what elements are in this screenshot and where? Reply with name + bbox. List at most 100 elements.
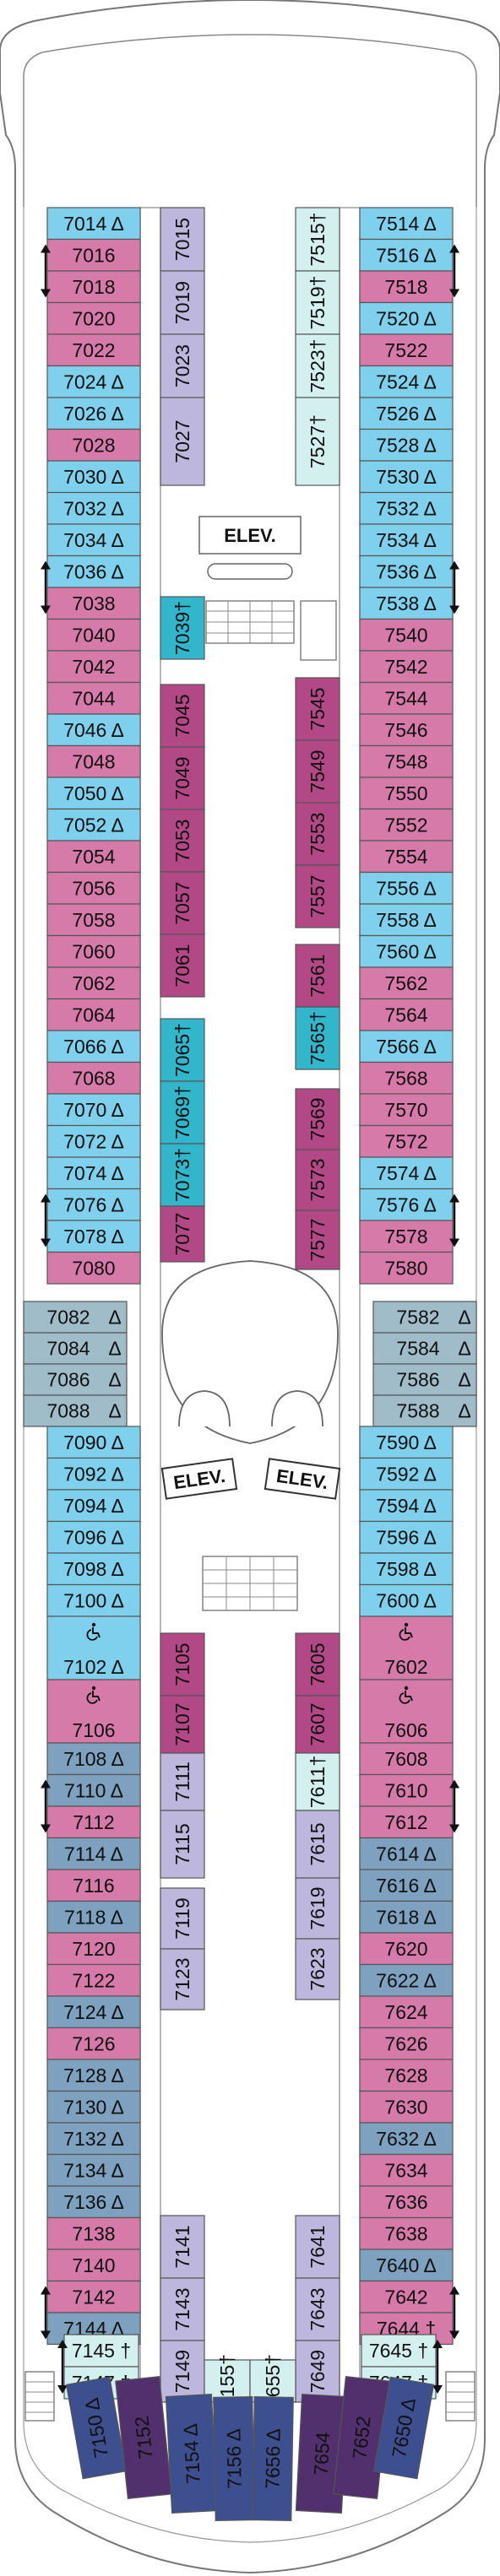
cabin-7124[interactable]: 7124 Δ (46, 1995, 141, 2029)
cabin-7152[interactable]: 7152 (115, 2376, 172, 2499)
cabin-7022[interactable]: 7022 (46, 333, 141, 367)
cabin-7061[interactable]: 7061 (160, 934, 205, 998)
cabin-7060[interactable]: 7060 (46, 934, 141, 968)
cabin-7548[interactable]: 7548 (359, 744, 454, 778)
cabin-7119[interactable]: 7119 (160, 1887, 205, 1950)
cabin-7064[interactable]: 7064 (46, 998, 141, 1031)
cabin-7532[interactable]: 7532 Δ (359, 491, 454, 525)
cabin-7134[interactable]: 7134 Δ (46, 2153, 141, 2187)
cabin-7120[interactable]: 7120 (46, 1932, 141, 1966)
cabin-7105[interactable]: 7105 (160, 1632, 205, 1697)
cabin-7065[interactable]: 7065† (160, 1018, 205, 1082)
cabin-7072[interactable]: 7072 Δ (46, 1124, 141, 1158)
cabin-7608[interactable]: 7608 (359, 1742, 454, 1776)
cabin-7622[interactable]: 7622 Δ (359, 1963, 454, 1997)
cabin-7519[interactable]: 7519† (295, 270, 340, 335)
cabin-7566[interactable]: 7566 Δ (359, 1030, 454, 1063)
cabin-7514[interactable]: 7514 Δ (359, 207, 454, 241)
cabin-7515[interactable]: 7515† (295, 207, 340, 272)
cabin-7544[interactable]: 7544 (359, 681, 454, 715)
cabin-7111[interactable]: 7111 (160, 1752, 205, 1811)
cabin-7038[interactable]: 7038 (46, 587, 141, 620)
cabin-7600[interactable]: 7600 Δ (359, 1583, 454, 1617)
cabin-7116[interactable]: 7116 (46, 1869, 141, 1902)
cabin-7598[interactable]: 7598 Δ (359, 1552, 454, 1586)
cabin-7058[interactable]: 7058 (46, 903, 141, 937)
cabin-7650[interactable]: 7650 Δ (372, 2376, 435, 2480)
cabin-7614[interactable]: 7614 Δ (359, 1837, 454, 1870)
cabin-7564[interactable]: 7564 (359, 998, 454, 1031)
cabin-7542[interactable]: 7542 (359, 650, 454, 684)
cabin-7523[interactable]: 7523† (295, 333, 340, 398)
cabin-7632[interactable]: 7632 Δ (359, 2122, 454, 2156)
cabin-7534[interactable]: 7534 Δ (359, 523, 454, 557)
cabin-7643[interactable]: 7643 (295, 2277, 340, 2341)
cabin-7143[interactable]: 7143 (160, 2277, 205, 2341)
cabin-7070[interactable]: 7070 Δ (46, 1093, 141, 1127)
cabin-7556[interactable]: 7556 Δ (359, 871, 454, 905)
cabin-7626[interactable]: 7626 (359, 2027, 454, 2060)
cabin-7046[interactable]: 7046 Δ (46, 713, 141, 747)
cabin-7042[interactable]: 7042 (46, 650, 141, 684)
cabin-7616[interactable]: 7616 Δ (359, 1869, 454, 1902)
cabin-7620[interactable]: 7620 (359, 1932, 454, 1966)
cabin-7656[interactable]: 7656 Δ (252, 2395, 294, 2522)
cabin-7049[interactable]: 7049 (160, 746, 205, 810)
cabin-7108[interactable]: 7108 Δ (46, 1742, 141, 1776)
cabin-7568[interactable]: 7568 (359, 1061, 454, 1095)
cabin-7623[interactable]: 7623 (295, 1938, 340, 2000)
cabin-7527[interactable]: 7527† (295, 397, 340, 486)
cabin-7068[interactable]: 7068 (46, 1061, 141, 1095)
cabin-7062[interactable]: 7062 (46, 966, 141, 1000)
cabin-7145[interactable]: 7145 † (63, 2334, 139, 2368)
cabin-7549[interactable]: 7549 (295, 739, 340, 804)
cabin-7019[interactable]: 7019 (160, 270, 205, 335)
cabin-7520[interactable]: 7520 Δ (359, 301, 454, 335)
cabin-7560[interactable]: 7560 Δ (359, 934, 454, 968)
cabin-7522[interactable]: 7522 (359, 333, 454, 367)
cabin-7054[interactable]: 7054 (46, 840, 141, 874)
cabin-7552[interactable]: 7552 (359, 808, 454, 842)
cabin-7080[interactable]: 7080 (46, 1251, 141, 1285)
cabin-7641[interactable]: 7641 (295, 2215, 340, 2279)
cabin-7128[interactable]: 7128 Δ (46, 2059, 141, 2092)
cabin-7026[interactable]: 7026 Δ (46, 397, 141, 430)
cabin-7014[interactable]: 7014 Δ (46, 207, 141, 241)
cabin-7057[interactable]: 7057 (160, 871, 205, 935)
cabin-7073[interactable]: 7073† (160, 1143, 205, 1207)
cabin-7030[interactable]: 7030 Δ (46, 460, 141, 494)
cabin-7546[interactable]: 7546 (359, 713, 454, 747)
cabin-7528[interactable]: 7528 Δ (359, 428, 454, 462)
cabin-7645[interactable]: 7645 † (361, 2334, 437, 2368)
cabin-7122[interactable]: 7122 (46, 1963, 141, 1997)
cabin-7106[interactable]: 7106 (46, 1679, 141, 1744)
cabin-7557[interactable]: 7557 (295, 864, 340, 928)
cabin-7590[interactable]: 7590 Δ (359, 1426, 454, 1459)
cabin-7578[interactable]: 7578 (359, 1220, 454, 1253)
cabin-7640[interactable]: 7640 Δ (359, 2249, 454, 2282)
cabin-7141[interactable]: 7141 (160, 2215, 205, 2279)
cabin-7140[interactable]: 7140 (46, 2249, 141, 2282)
cabin-7649[interactable]: 7649 (295, 2340, 340, 2403)
cabin-7112[interactable]: 7112 (46, 1805, 141, 1839)
cabin-7094[interactable]: 7094 Δ (46, 1489, 141, 1523)
cabin-7530[interactable]: 7530 Δ (359, 460, 454, 494)
cabin-7045[interactable]: 7045 (160, 684, 205, 748)
cabin-7126[interactable]: 7126 (46, 2027, 141, 2060)
cabin-7074[interactable]: 7074 Δ (46, 1156, 141, 1190)
cabin-7052[interactable]: 7052 Δ (46, 808, 141, 842)
cabin-7573[interactable]: 7573 (295, 1149, 340, 1211)
cabin-7636[interactable]: 7636 (359, 2185, 454, 2219)
cabin-7053[interactable]: 7053 (160, 809, 205, 873)
cabin-7634[interactable]: 7634 (359, 2153, 454, 2187)
cabin-7118[interactable]: 7118 Δ (46, 1900, 141, 1934)
cabin-7561[interactable]: 7561 (295, 944, 340, 1008)
cabin-7066[interactable]: 7066 Δ (46, 1030, 141, 1063)
cabin-7027[interactable]: 7027 (160, 397, 205, 486)
cabin-7524[interactable]: 7524 Δ (359, 365, 454, 398)
cabin-7024[interactable]: 7024 Δ (46, 365, 141, 398)
cabin-7015[interactable]: 7015 (160, 207, 205, 272)
cabin-7540[interactable]: 7540 (359, 618, 454, 652)
cabin-7110[interactable]: 7110 Δ (46, 1773, 141, 1807)
